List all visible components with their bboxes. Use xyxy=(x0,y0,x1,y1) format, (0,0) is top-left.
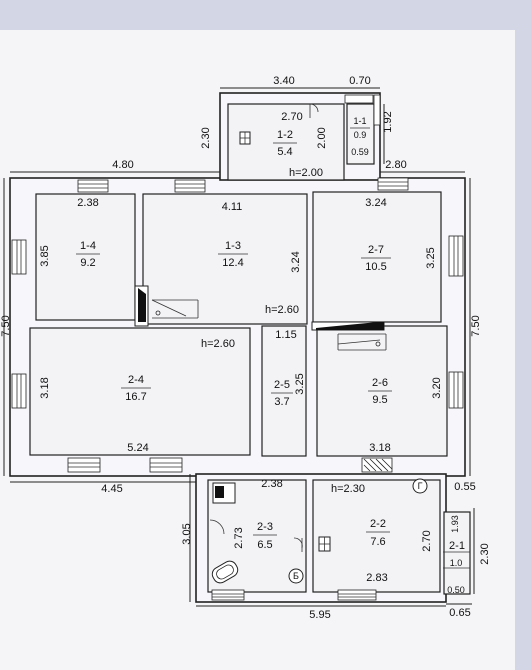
svg-text:2-7: 2-7 xyxy=(368,244,384,256)
dim-3-85: 3.85 xyxy=(39,245,51,266)
dim-0-55: 0.55 xyxy=(454,481,475,493)
dim-2-30-side: 2.30 xyxy=(479,543,491,564)
room-2-1 xyxy=(443,511,471,595)
svg-text:2-1: 2-1 xyxy=(449,540,465,552)
svg-text:7.6: 7.6 xyxy=(370,536,385,548)
svg-text:2-2: 2-2 xyxy=(370,518,386,530)
dim-4-11: 4.11 xyxy=(222,201,243,213)
room-label-2-5: 2-5 3.7 xyxy=(271,379,293,408)
svg-text:1-4: 1-4 xyxy=(80,240,96,252)
svg-text:9.2: 9.2 xyxy=(80,257,95,269)
height-h2-60-right: h=2.60 xyxy=(265,304,299,316)
svg-text:12.4: 12.4 xyxy=(222,257,243,269)
dim-0-50: 0.50 xyxy=(447,585,465,595)
svg-text:Б: Б xyxy=(293,571,299,581)
svg-text:1-3: 1-3 xyxy=(225,240,241,252)
svg-text:0.9: 0.9 xyxy=(354,130,367,140)
dim-7-50-right: 7.50 xyxy=(470,315,482,336)
svg-text:Г: Г xyxy=(418,481,423,491)
dim-2-80: 2.80 xyxy=(385,159,406,171)
room-2-4 xyxy=(29,327,251,456)
room-2-2 xyxy=(312,479,441,593)
svg-text:6.5: 6.5 xyxy=(257,539,272,551)
svg-text:1-2: 1-2 xyxy=(277,129,293,141)
fixtures xyxy=(134,103,470,584)
dim-1-93: 1.93 xyxy=(450,515,460,533)
room-label-2-6: 2-6 9.5 xyxy=(368,377,392,406)
dim-3-25-side: 3.25 xyxy=(425,247,437,268)
dim-3-24-top: 3.24 xyxy=(365,197,386,209)
svg-text:16.7: 16.7 xyxy=(125,391,146,403)
dim-3-18-bottom: 3.18 xyxy=(369,442,390,454)
dim-5-95: 5.95 xyxy=(309,609,330,621)
dim-7-50-left: 7.50 xyxy=(0,315,12,336)
room-2-5 xyxy=(261,325,307,457)
dim-3-05: 3.05 xyxy=(181,523,193,544)
dim-2-38-top: 2.38 xyxy=(77,197,98,209)
dim-0-70: 0.70 xyxy=(349,75,370,87)
svg-text:1-1: 1-1 xyxy=(353,116,366,126)
height-h2-00: h=2.00 xyxy=(289,167,323,179)
room-label-1-2: 1-2 5.4 xyxy=(273,129,297,158)
svg-text:2-6: 2-6 xyxy=(372,377,388,389)
svg-text:2-5: 2-5 xyxy=(274,379,290,391)
marker-b: Б xyxy=(288,568,304,584)
svg-text:9.5: 9.5 xyxy=(372,394,387,406)
dim-2-00: 2.00 xyxy=(316,127,328,148)
windows xyxy=(11,94,464,601)
height-h2-60-left: h=2.60 xyxy=(201,338,235,350)
room-label-1-3: 1-3 12.4 xyxy=(218,240,248,269)
dim-5-24: 5.24 xyxy=(127,442,148,454)
room-1-4 xyxy=(35,193,136,321)
marker-g: Г xyxy=(412,478,428,494)
dim-3-20: 3.20 xyxy=(431,377,443,398)
svg-text:3.7: 3.7 xyxy=(274,396,289,408)
dim-2-83: 2.83 xyxy=(366,572,387,584)
dim-1-0: 1.0 xyxy=(450,558,463,568)
svg-text:10.5: 10.5 xyxy=(365,261,386,273)
dim-3-24-side: 3.24 xyxy=(290,251,302,272)
svg-text:5.4: 5.4 xyxy=(277,146,292,158)
dim-0-59: 0.59 xyxy=(351,147,369,157)
dim-4-80: 4.80 xyxy=(112,159,133,171)
dim-2-70: 2.70 xyxy=(281,111,302,123)
dim-1-15: 1.15 xyxy=(275,329,296,341)
room-label-1-4: 1-4 9.2 xyxy=(76,240,100,269)
height-h2-30: h=2.30 xyxy=(331,483,365,495)
dim-3-18-side: 3.18 xyxy=(39,377,51,398)
dimension-lines xyxy=(3,87,475,607)
svg-text:2-4: 2-4 xyxy=(128,374,144,386)
svg-text:2-3: 2-3 xyxy=(257,521,273,533)
room-label-2-1: 2-1 xyxy=(449,540,465,552)
dim-2-70-bottom: 2.70 xyxy=(421,530,433,551)
room-2-7 xyxy=(312,191,442,323)
room-label-2-2: 2-2 7.6 xyxy=(366,518,390,548)
dim-2-30: 2.30 xyxy=(200,127,212,148)
dim-1-92: 1.92 xyxy=(382,111,394,132)
room-label-2-3: 2-3 6.5 xyxy=(253,521,277,551)
dim-3-25-mid: 3.25 xyxy=(294,373,306,394)
dim-0-65: 0.65 xyxy=(449,607,470,619)
dim-2-73: 2.73 xyxy=(233,527,245,548)
room-1-1 xyxy=(346,103,375,165)
dim-4-45: 4.45 xyxy=(101,483,122,495)
dim-3-40: 3.40 xyxy=(273,75,294,87)
room-1-3 xyxy=(142,193,308,325)
room-label-2-7: 2-7 10.5 xyxy=(361,244,391,273)
dim-2-38-bottom: 2.38 xyxy=(261,478,282,490)
room-label-1-1: 1-1 0.9 xyxy=(350,116,370,140)
room-label-2-4: 2-4 16.7 xyxy=(121,374,151,403)
